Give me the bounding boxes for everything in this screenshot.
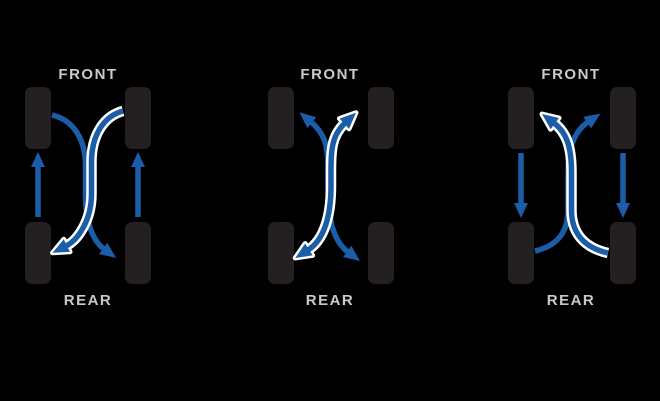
tire-rear-left <box>508 222 534 284</box>
cross-arrow-front-left-to-rear-right-icon <box>51 112 117 258</box>
outlined-cross-arrow-rear-right-to-front-left-icon <box>539 111 610 259</box>
tire-front-left <box>508 87 534 149</box>
rear-label: REAR <box>547 292 596 309</box>
tire-rear-left <box>25 222 51 284</box>
diagram-x-pattern: FRONT REAR <box>220 0 440 401</box>
rear-label: REAR <box>306 292 355 309</box>
tire-rear-left <box>268 222 294 284</box>
front-label: FRONT <box>300 66 359 83</box>
straight-down-arrow-left-icon <box>514 153 528 218</box>
outlined-double-headed-cross-arrow-rear-left-to-front-right-icon <box>292 110 359 261</box>
forward-cross-graphic: FRONT REAR <box>508 66 636 309</box>
diagram-rearward-cross: FRONT REAR <box>0 0 220 401</box>
tire-front-right <box>610 87 636 149</box>
front-label: FRONT <box>58 66 117 83</box>
front-label: FRONT <box>541 66 600 83</box>
tire-front-right <box>125 87 151 149</box>
tire-rear-right <box>125 222 151 284</box>
diagram-forward-cross: FRONT REAR <box>440 0 660 401</box>
tire-rear-right <box>368 222 394 284</box>
straight-down-arrow-right-icon <box>616 153 630 218</box>
straight-up-arrow-right-icon <box>131 152 145 217</box>
tire-front-left <box>25 87 51 149</box>
tire-rear-right <box>610 222 636 284</box>
x-pattern-graphic: FRONT REAR <box>268 66 394 309</box>
tire-front-right <box>368 87 394 149</box>
tire-front-left <box>268 87 294 149</box>
outlined-cross-arrow-front-right-to-rear-left-icon <box>50 105 125 256</box>
rear-label: REAR <box>64 292 113 309</box>
rearward-cross-graphic: FRONT REAR <box>25 66 151 309</box>
straight-up-arrow-left-icon <box>31 152 45 217</box>
